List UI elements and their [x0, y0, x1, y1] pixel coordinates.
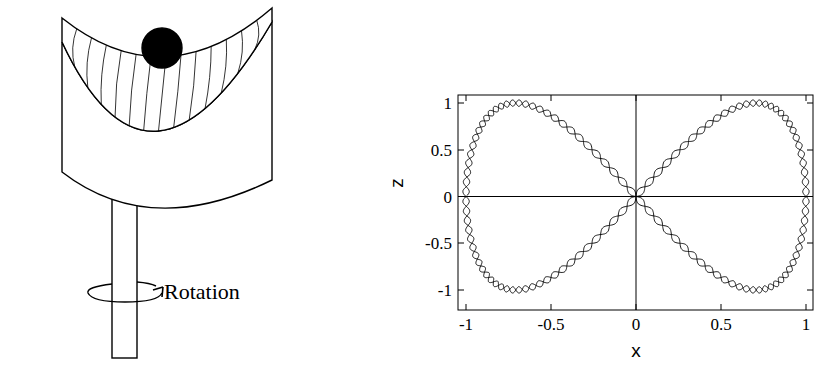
saddle-surface — [62, 8, 272, 131]
rotation-arrow-back — [137, 282, 156, 286]
tick — [807, 243, 813, 244]
surface-line — [221, 39, 226, 93]
surface-line — [87, 38, 92, 88]
tick — [721, 304, 722, 310]
surface-line — [238, 31, 243, 74]
surface-line — [189, 52, 196, 121]
tick — [636, 95, 637, 101]
surface-line — [115, 51, 121, 117]
tick — [551, 95, 552, 101]
rotation-label: Rotation — [164, 281, 240, 303]
surface-lines — [73, 20, 259, 131]
plot-frame — [458, 95, 813, 310]
surface-line — [129, 54, 136, 125]
tick-label: 0.5 — [431, 142, 452, 159]
tick — [466, 95, 467, 101]
surface-line — [73, 29, 77, 67]
surface-line — [144, 56, 151, 130]
rotating-saddle — [62, 8, 272, 358]
axis-label: z — [387, 178, 406, 188]
tick — [636, 304, 637, 310]
tick — [721, 95, 722, 101]
tick-label: 0.5 — [710, 316, 731, 333]
surface-line — [255, 20, 259, 49]
trajectory-trace — [463, 100, 809, 293]
tick — [458, 103, 464, 104]
shaft — [112, 196, 137, 358]
tick — [807, 290, 813, 291]
tick — [806, 304, 807, 310]
tick — [807, 103, 813, 104]
surface-line — [205, 46, 211, 108]
tick-label: -1 — [438, 282, 452, 299]
trajectory — [463, 100, 809, 293]
tick-label: 1 — [802, 316, 811, 333]
tick — [806, 95, 807, 101]
rotation-arrow — [88, 284, 162, 302]
ticks — [458, 95, 813, 310]
tick-label: 0 — [632, 316, 641, 333]
ball — [142, 28, 182, 68]
tick — [458, 150, 464, 151]
tick — [466, 304, 467, 310]
tick — [458, 243, 464, 244]
axis-label: x — [631, 341, 641, 360]
tick — [807, 196, 813, 197]
tick-label: -1 — [459, 316, 473, 333]
tick-label: -0.5 — [538, 316, 565, 333]
tick-label: 1 — [444, 95, 453, 112]
tick — [807, 150, 813, 151]
tick — [458, 196, 464, 197]
tick-label: -0.5 — [425, 235, 452, 252]
tick-label: 0 — [444, 188, 453, 205]
tick — [458, 290, 464, 291]
trajectory-trace — [463, 100, 809, 293]
arrow-head — [153, 287, 163, 297]
surface-line — [101, 45, 106, 104]
tick — [551, 304, 552, 310]
surface-line — [174, 55, 181, 128]
z-axis — [636, 95, 637, 310]
frame — [458, 95, 813, 310]
